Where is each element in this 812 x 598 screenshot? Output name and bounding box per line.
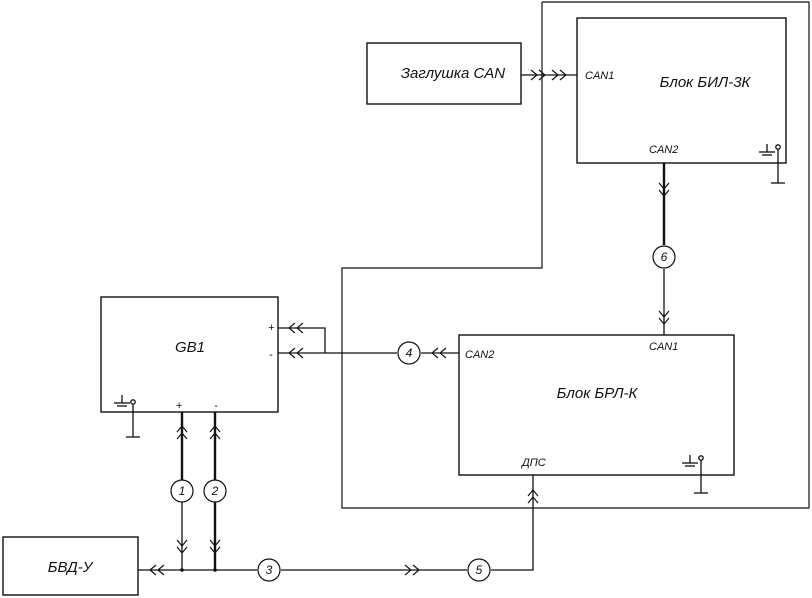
svg-text:4: 4 <box>406 346 413 360</box>
wire-cable-4 <box>421 347 459 359</box>
block-zaglushka-can: Заглушка CAN <box>366 42 522 105</box>
wire-cable-2 <box>209 412 221 570</box>
cable-marker-4: 4 <box>397 341 421 365</box>
cable-marker-3: 3 <box>257 558 281 582</box>
svg-text:1: 1 <box>179 484 186 498</box>
svg-text:3: 3 <box>266 563 273 577</box>
wire-bottom-bus <box>138 475 539 576</box>
gb1-minus-bottom-label: - <box>214 400 218 412</box>
svg-text:6: 6 <box>661 250 668 264</box>
wire-cable-1 <box>176 412 188 570</box>
svg-text:5: 5 <box>476 563 483 577</box>
wire-gb1-side-terminals <box>278 322 397 359</box>
gb1-plus-side-label: + <box>268 322 275 334</box>
block-gb1-label: GB1 <box>175 339 205 356</box>
block-bil-3k: Блок БИЛ-3К CAN1 CAN2 <box>576 17 787 164</box>
cable-marker-6: 6 <box>652 245 676 269</box>
brl-dps-port-label: ДПС <box>520 457 546 469</box>
gb1-plus-bottom-label: + <box>176 400 183 412</box>
bil-can1-port-label: CAN1 <box>585 70 614 82</box>
block-bil-label: Блок БИЛ-3К <box>660 74 752 91</box>
block-bvd-u: БВД-У <box>2 536 139 596</box>
svg-text:2: 2 <box>211 484 219 498</box>
block-brl-label: Блок БРЛ-К <box>557 385 639 402</box>
ground-symbol-brl <box>682 455 708 494</box>
enclosure-outline <box>341 1 810 509</box>
wire-zaglushka-to-bil <box>521 69 577 81</box>
block-gb1: GB1 + - + - <box>100 296 279 413</box>
bil-can2-port-label: CAN2 <box>649 144 678 156</box>
brl-can2-port-label: CAN2 <box>465 349 494 361</box>
block-zaglushka-label: Заглушка CAN <box>401 65 505 82</box>
block-bvd-label: БВД-У <box>48 559 94 576</box>
cable-marker-1: 1 <box>170 479 194 503</box>
wire-cable-6 <box>658 163 670 335</box>
brl-can1-port-label: CAN1 <box>649 341 678 353</box>
cable-marker-5: 5 <box>467 558 491 582</box>
ground-symbol-bil <box>759 144 785 184</box>
block-brl-k: Блок БРЛ-К CAN2 CAN1 ДПС <box>458 334 735 476</box>
gb1-minus-side-label: - <box>269 349 273 361</box>
cable-marker-2: 2 <box>203 479 227 503</box>
ground-symbol-gb1 <box>114 395 140 438</box>
